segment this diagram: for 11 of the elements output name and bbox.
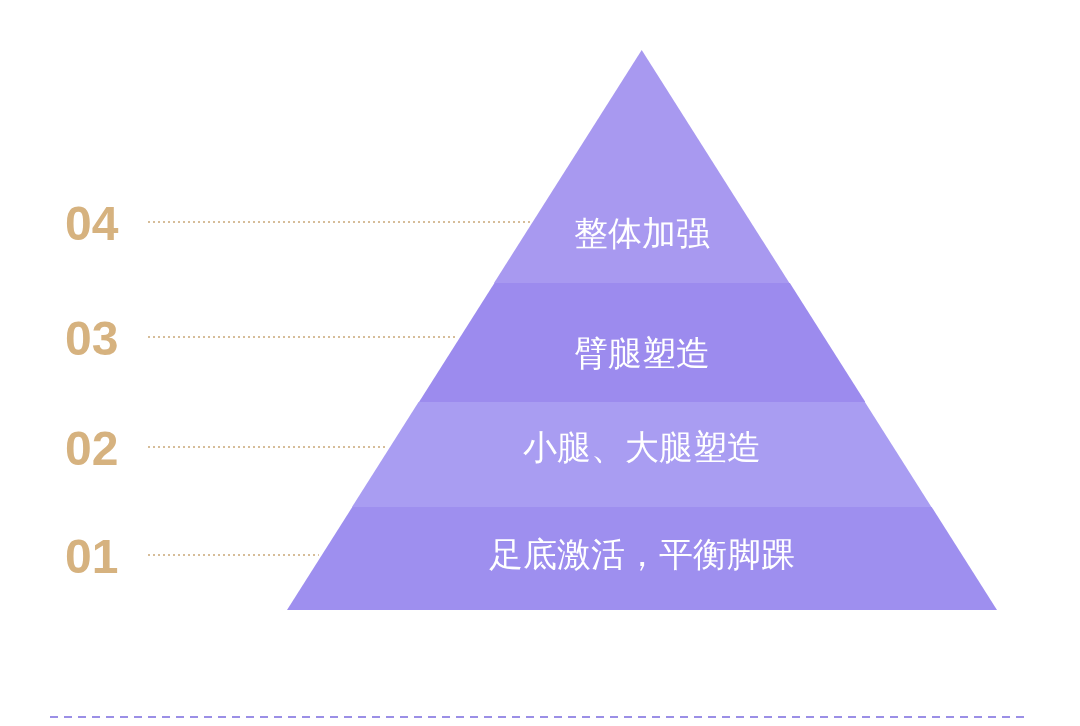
band-label: 足底激活，平衡脚踝 [488,537,796,571]
band-label: 臂腿塑造 [573,336,711,370]
step-number: 04 [65,200,119,248]
step-number: 03 [65,315,119,363]
step-number: 01 [65,533,119,581]
band-label: 小腿、大腿塑造 [522,430,762,464]
step-number: 02 [65,425,119,473]
leader-line [147,221,531,223]
leader-line [147,554,320,556]
leader-line [147,336,458,338]
band-label: 整体加强 [573,216,711,250]
